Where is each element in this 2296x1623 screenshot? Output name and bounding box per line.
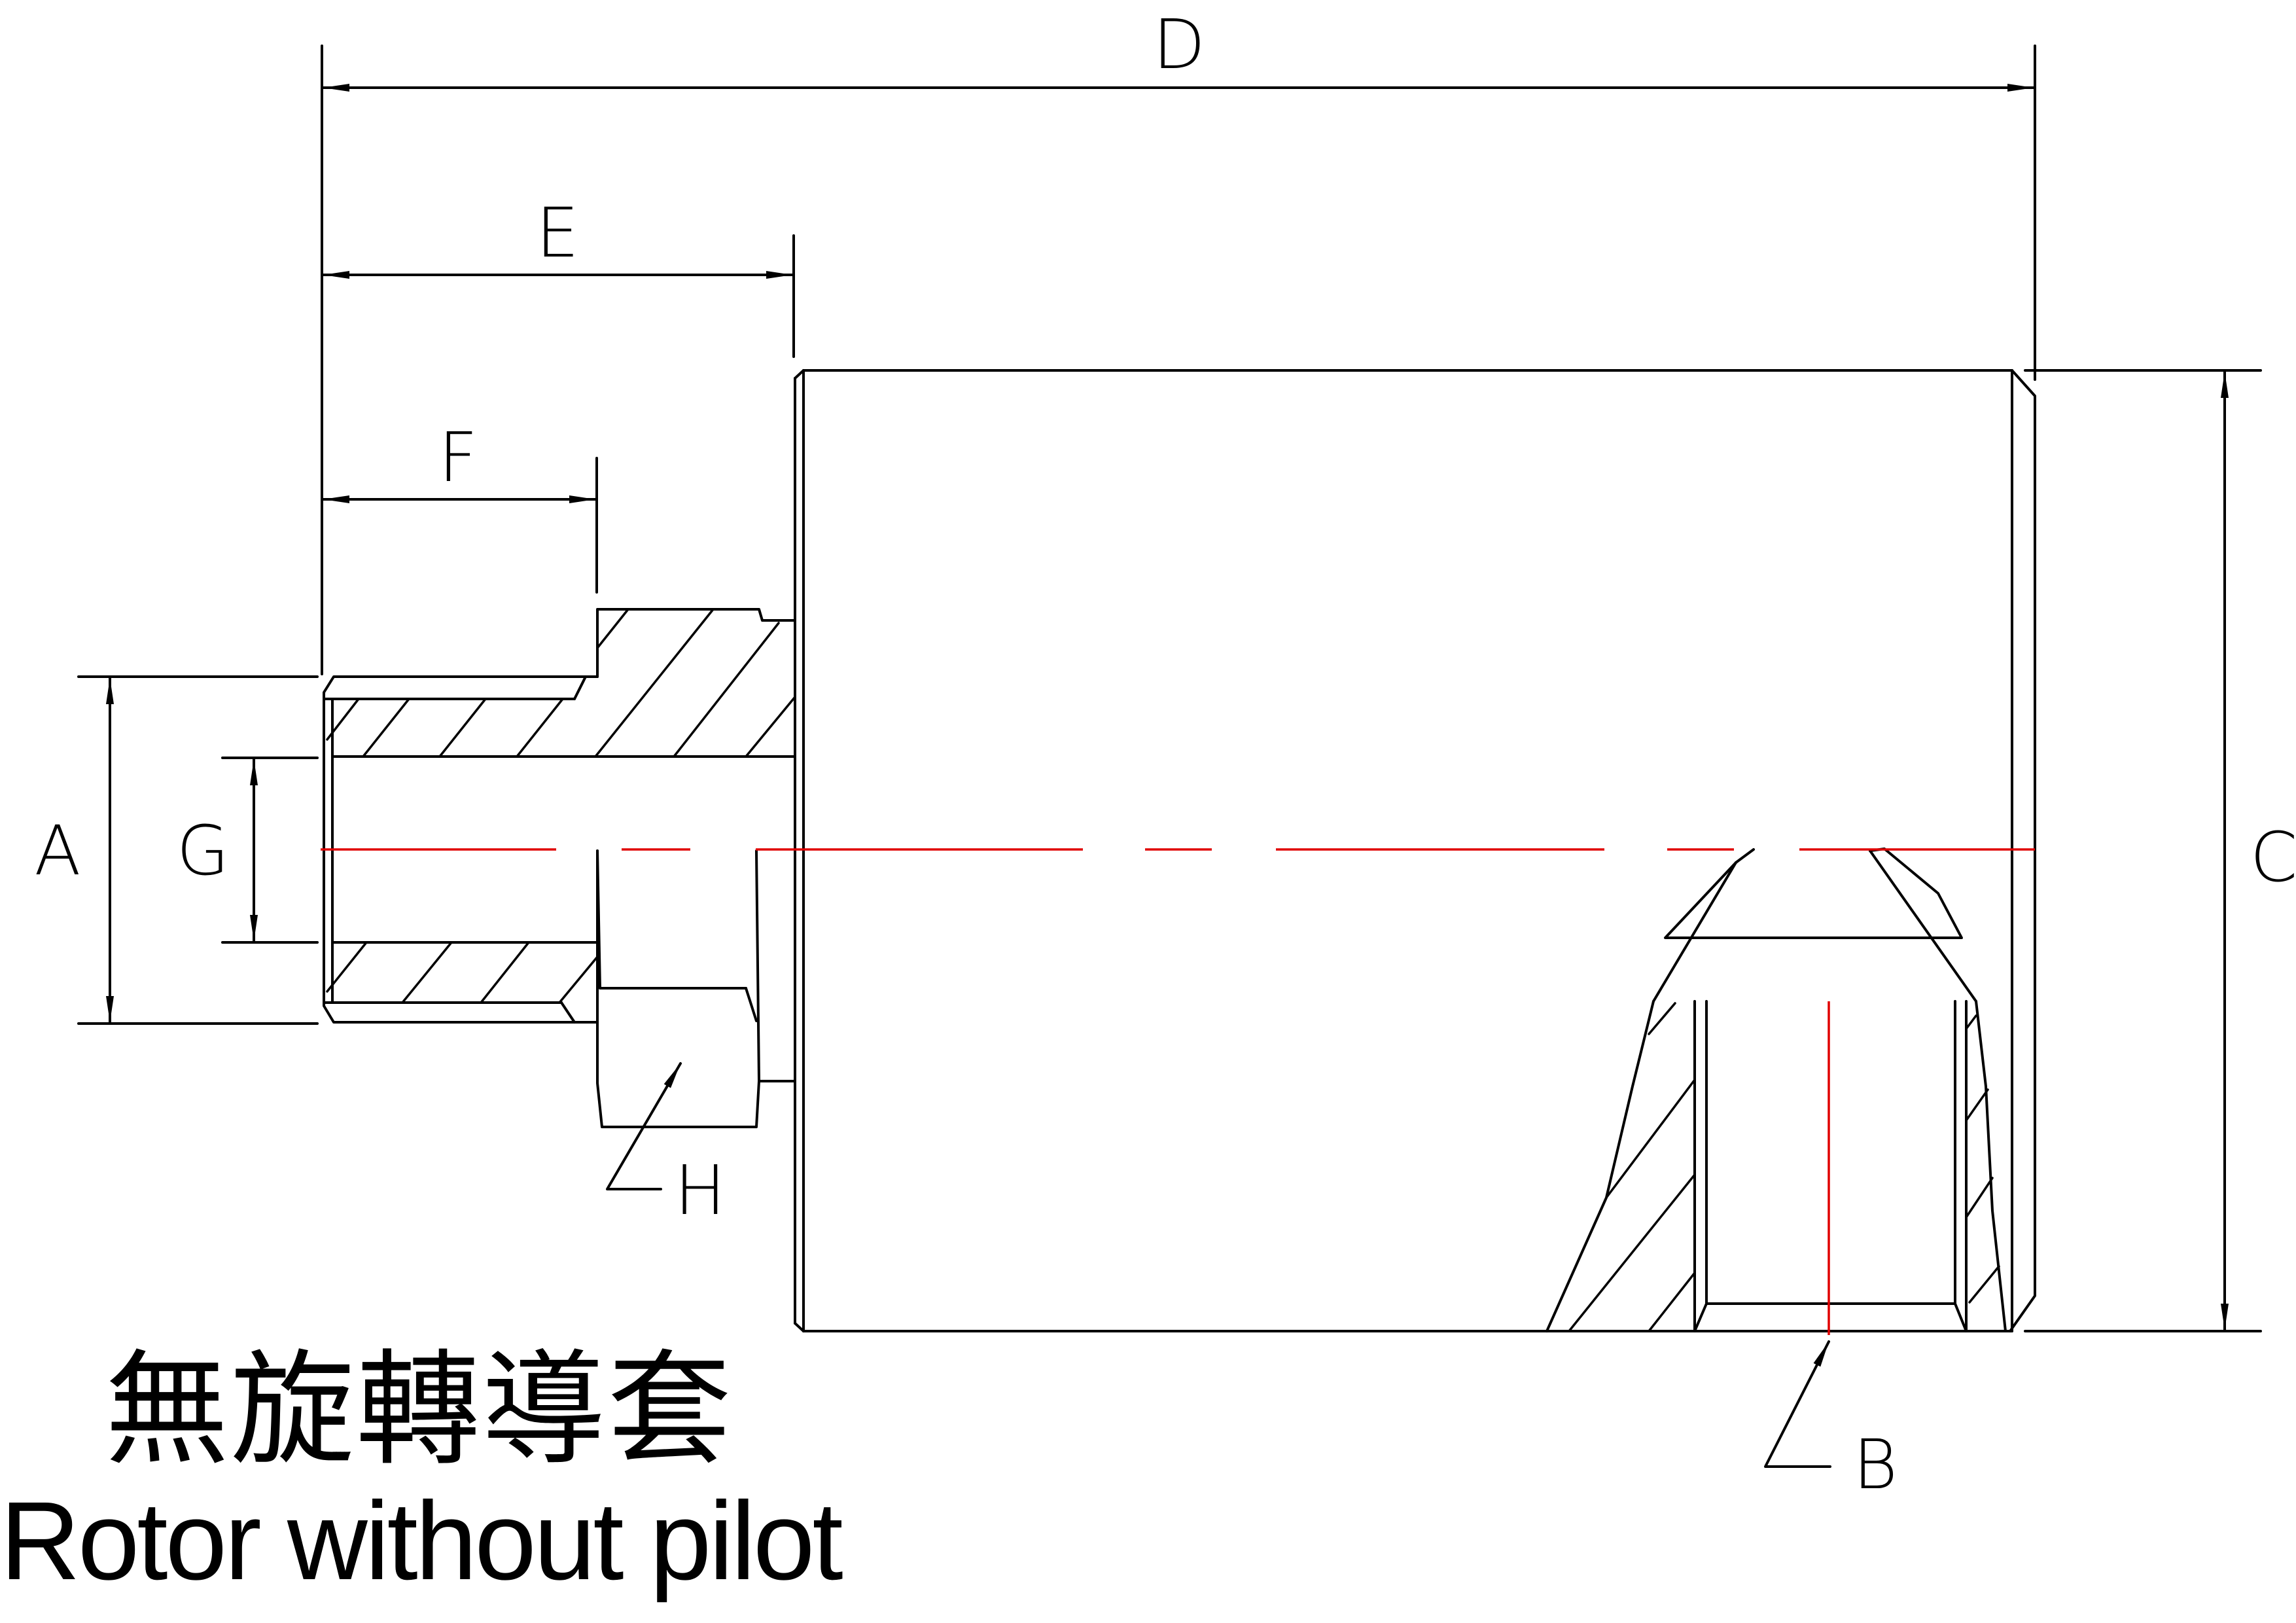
label-c: C bbox=[2250, 817, 2296, 897]
leader-b bbox=[1764, 1340, 1831, 1468]
label-h: H bbox=[675, 1150, 726, 1230]
title-english: Rotor without pilot bbox=[0, 1479, 843, 1603]
main-body bbox=[794, 369, 2036, 1332]
label-e: E bbox=[536, 193, 579, 273]
extension-lines bbox=[77, 45, 2262, 1332]
left-spigot bbox=[323, 675, 599, 1024]
section-cutout bbox=[1545, 847, 2007, 1332]
title-chinese: 無旋轉導套 bbox=[105, 1338, 733, 1482]
label-a: A bbox=[34, 811, 80, 891]
centerlines bbox=[321, 848, 2035, 1335]
label-d: D bbox=[1153, 5, 1205, 84]
leader-h bbox=[606, 1062, 682, 1190]
leaders bbox=[606, 1062, 1831, 1468]
label-f: F bbox=[438, 418, 478, 497]
label-g: G bbox=[177, 811, 230, 891]
dimension-labels: D E F A G C H B bbox=[34, 5, 2296, 1505]
label-b: B bbox=[1853, 1425, 1898, 1505]
hex-shaft bbox=[594, 608, 796, 1128]
dimension-lines bbox=[106, 84, 2229, 1331]
